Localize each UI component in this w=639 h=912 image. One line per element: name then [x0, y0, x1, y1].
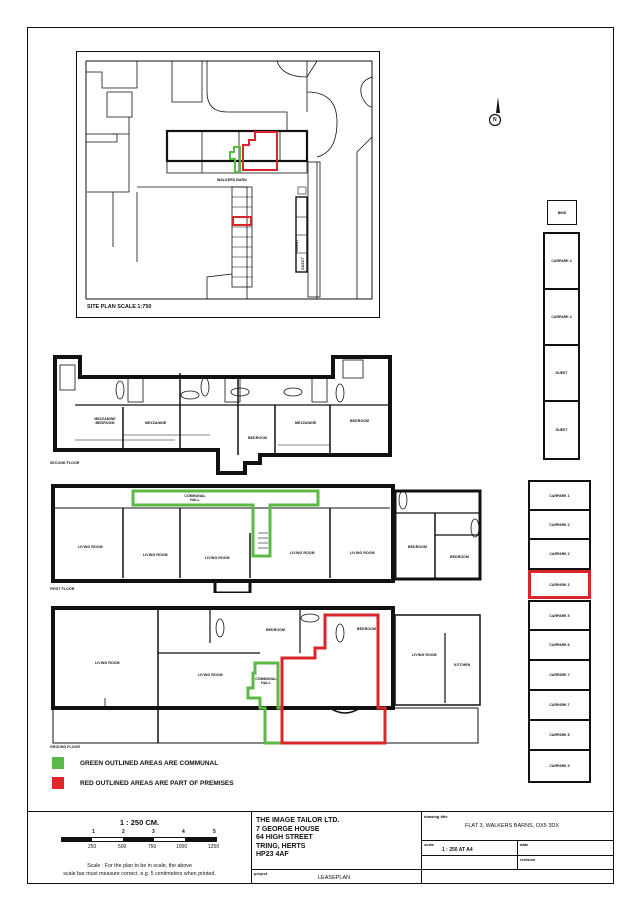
second-floor-plan: MEZZANINE BEDROOM MEZZANINE BEDROOM MEZZ… — [50, 355, 395, 475]
car-park-bay: CARPARK 2 — [528, 538, 591, 570]
drawing-title-label: drawing title — [424, 814, 448, 819]
car-park-bay: CARPARK 7 — [528, 689, 591, 721]
blank-cell — [422, 856, 518, 870]
car-park-bay: CARPARK 4 — [543, 288, 580, 346]
north-arrow: N — [487, 95, 503, 131]
scale-bar — [61, 837, 217, 842]
room-label: BEDROOM — [450, 555, 469, 559]
floor-label: GROUND FLOOR — [50, 745, 80, 749]
company-address: THE IMAGE TAILOR LTD. 7 GEORGE HOUSE 64 … — [252, 812, 422, 870]
scale-tick: 1000 — [176, 844, 188, 850]
car-park-bay: CARPARK 7 — [528, 659, 591, 691]
guest-label: GUEST — [301, 257, 305, 270]
room-label: LIVING ROOM — [143, 553, 168, 557]
guest-label: GUEST — [295, 239, 299, 252]
car-park-bay: GUEST — [543, 400, 580, 460]
room-label: KITCHEN — [454, 663, 471, 667]
site-plan-drawing — [85, 60, 373, 300]
company-line: 64 HIGH STREET — [256, 834, 313, 841]
communal-hall-label: COMMUNAL HALL — [255, 677, 277, 685]
street-label: WALKERS BARN — [217, 178, 247, 182]
company-line: TRING, HERTS — [256, 842, 306, 850]
company-line: HP23 4AF — [256, 851, 289, 858]
scale-tick: 3 — [152, 829, 155, 835]
communal-hall-label: COMMUNAL HALL — [184, 494, 206, 502]
car-park-bay: CARPARK 1 — [528, 480, 591, 511]
date-label: date — [520, 842, 529, 847]
car-park-bay-highlighted: CARPARK 3 — [528, 570, 591, 599]
project-value: LEASEPLAN — [318, 875, 351, 881]
floor-label: FIRST FLOOR — [50, 587, 75, 591]
first-floor-plan: COMMUNAL HALL LIVING ROOM LIVING ROOM LI… — [50, 483, 490, 593]
scale-section: 1 : 250 CM. 1 2 3 4 5 250 500 750 1000 1… — [27, 812, 252, 884]
scale-value: 1 : 250 AT A4 — [442, 847, 473, 853]
scale-label: scale — [424, 842, 435, 847]
legend-swatch-red — [52, 777, 64, 789]
second-floor-drawing — [53, 355, 392, 475]
room-label: BEDROOM — [357, 627, 376, 631]
blank-cell — [422, 870, 614, 884]
project-cell: project LEASEPLAN — [252, 870, 422, 884]
revision-cell: revision — [518, 856, 614, 870]
ground-floor-plan: LIVING ROOM LIVING ROOM BEDROOM BEDROOM … — [50, 603, 490, 749]
scale-heading: 1 : 250 CM. — [119, 818, 160, 827]
room-label: LIVING ROOM — [350, 551, 375, 555]
date-cell: date — [518, 841, 614, 856]
revision-label: revision — [520, 857, 536, 862]
scale-tick: 5 — [213, 829, 216, 835]
car-park-bay: CARPARK 5 — [528, 600, 591, 631]
legend-swatch-green — [52, 757, 64, 769]
scale-tick: 250 — [88, 844, 97, 850]
room-label: LIVING ROOM — [205, 556, 230, 560]
company-line: 7 GEORGE HOUSE — [256, 825, 320, 833]
scale-tick: 4 — [182, 829, 185, 835]
site-plan: WALKERS BARN GUEST GUEST SITE PLAN SCALE… — [76, 51, 380, 318]
north-arrow-icon — [488, 97, 502, 127]
floor-label: SECOND FLOOR — [50, 461, 80, 465]
first-floor-drawing — [51, 484, 482, 593]
company-line: THE IMAGE TAILOR LTD. — [256, 817, 340, 824]
scale-cell: scale 1 : 250 AT A4 — [422, 841, 518, 856]
room-label: LIVING ROOM — [412, 653, 437, 657]
drawing-frame — [27, 27, 614, 884]
car-park-bay: CARPARK 8 — [528, 719, 591, 751]
room-label: LIVING ROOM — [78, 545, 103, 549]
project-label: project — [254, 871, 268, 876]
north-label: N — [493, 117, 497, 123]
room-label: BEDROOM — [350, 419, 369, 423]
scale-tick: 1250 — [208, 844, 220, 850]
room-label: MEZZANINE — [145, 421, 167, 425]
scale-note-1: Scale : For the plan to be in scale, the… — [87, 863, 192, 869]
legend-text-red: RED OUTLINED AREAS ARE PART OF PREMISES — [80, 780, 234, 787]
room-label: BEDROOM — [408, 545, 427, 549]
ground-floor-drawing — [51, 606, 481, 745]
drawing-title-value: FLAT 3, WALKERS BARNS, OX5 3DX — [465, 823, 560, 829]
scale-note-2: scale bar must measure correct. e.g. 5 c… — [63, 871, 216, 877]
car-park-bay: CARPARK 2 — [528, 509, 591, 540]
drawing-title-cell: drawing title FLAT 3, WALKERS BARNS, OX5… — [422, 812, 614, 841]
room-label: MEZZANINE BEDROOM — [94, 417, 116, 425]
car-park-bay: CARPARK 4 — [543, 232, 580, 290]
scale-tick: 750 — [148, 844, 157, 850]
scale-tick: 500 — [118, 844, 127, 850]
car-park-bay: CARPARK 9 — [528, 749, 591, 783]
scale-tick: 2 — [122, 829, 125, 835]
bins-bay: BINS — [547, 200, 577, 225]
scale-tick: 1 — [92, 829, 95, 835]
room-label: LIVING ROOM — [198, 673, 223, 677]
legend-text-green: GREEN OUTLINED AREAS ARE COMMUNAL — [80, 760, 219, 767]
room-label: BEDROOM — [248, 436, 267, 440]
room-label: LIVING ROOM — [95, 661, 120, 665]
room-label: MEZZANINE — [295, 421, 317, 425]
site-plan-caption: SITE PLAN SCALE 1:750 — [87, 304, 152, 310]
title-block: 1 : 250 CM. 1 2 3 4 5 250 500 750 1000 1… — [27, 811, 614, 884]
car-park-bay: GUEST — [543, 344, 580, 402]
room-label: BEDROOM — [266, 628, 285, 632]
car-park-bay: CARPARK 6 — [528, 629, 591, 661]
room-label: LIVING ROOM — [290, 551, 315, 555]
